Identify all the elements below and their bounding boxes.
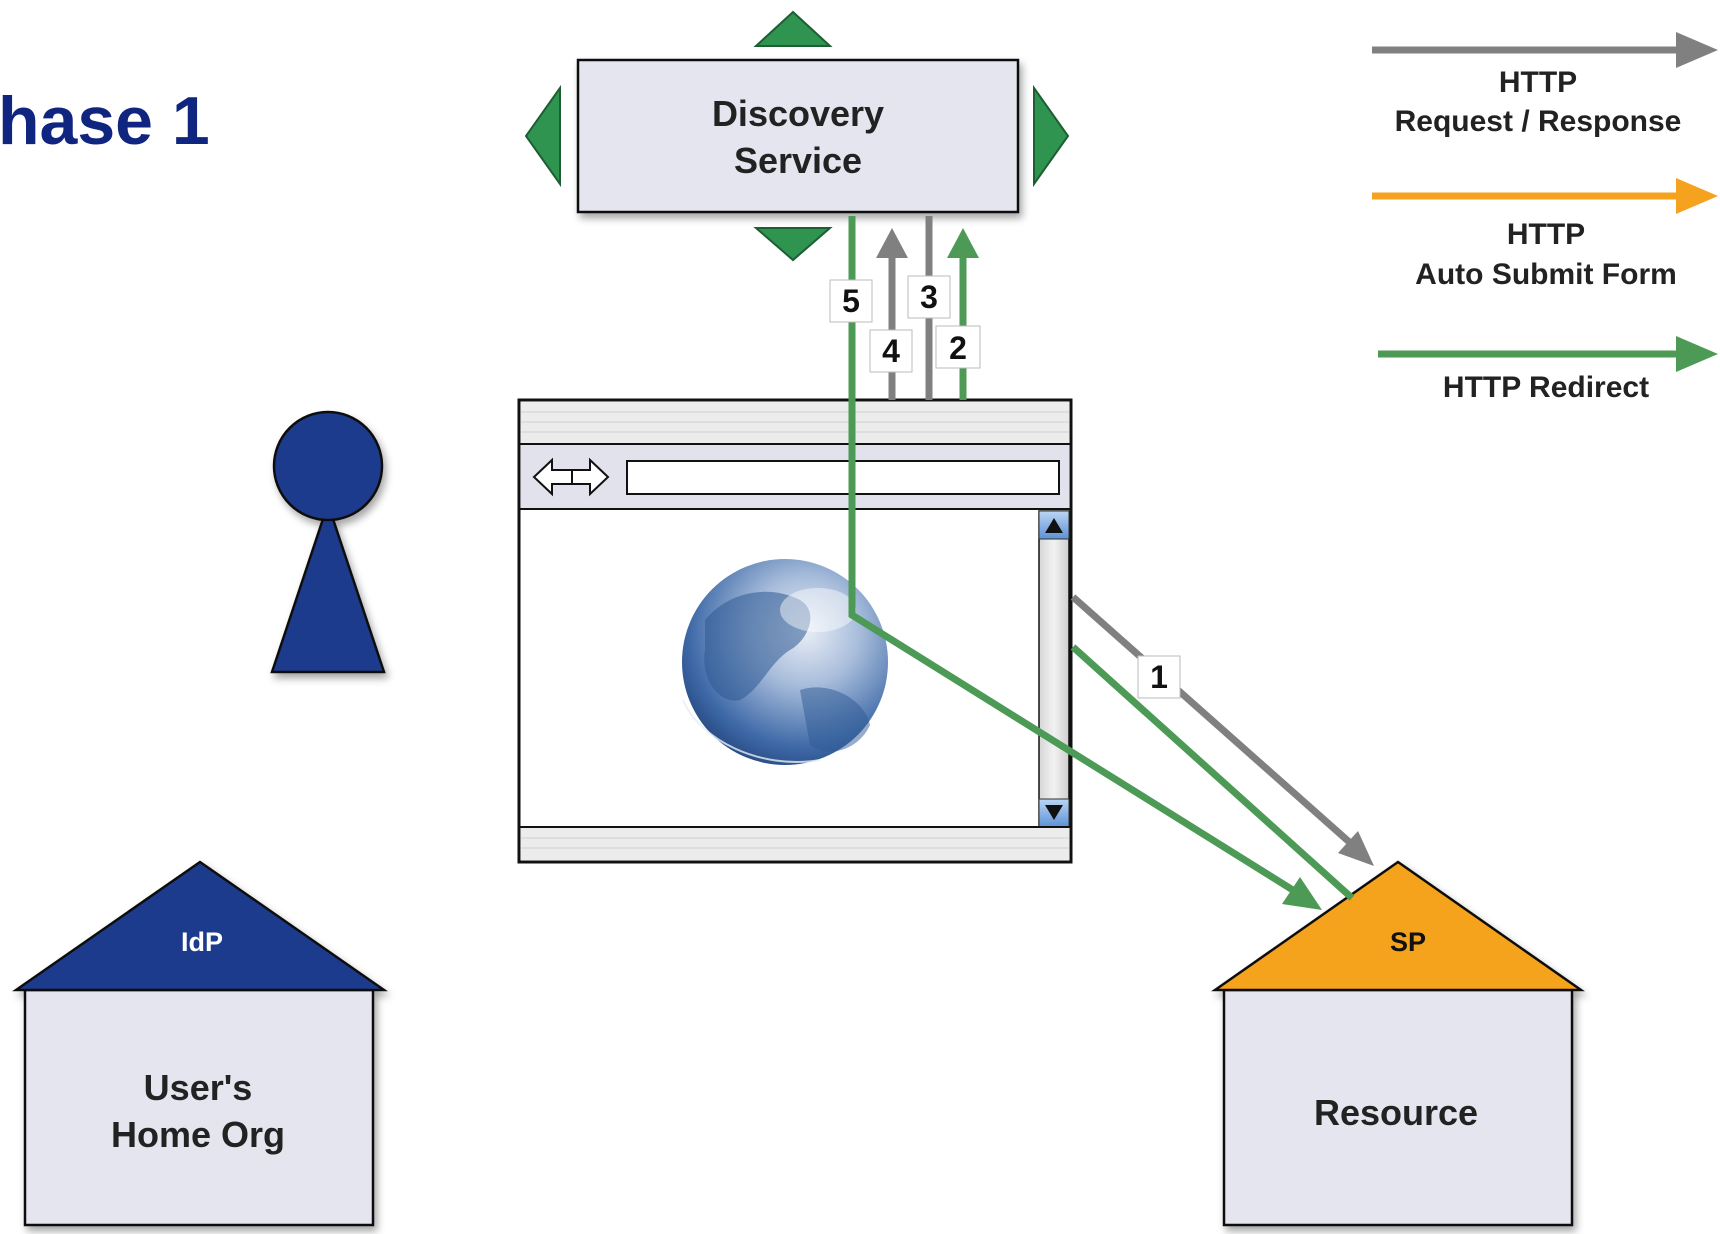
- nav-left-icon: [524, 84, 561, 188]
- legend-redirect-label: HTTP Redirect: [1443, 371, 1649, 404]
- legend-redirect: HTTP Redirect: [1378, 336, 1718, 404]
- browser-scrollbar[interactable]: [1038, 510, 1070, 828]
- step-label-5: 5: [829, 279, 873, 323]
- diagram-title: hase 1: [0, 83, 210, 159]
- legend-autosubmit-line2: Auto Submit Form: [1415, 258, 1677, 291]
- sp-body: [1222, 988, 1574, 1227]
- discovery-service-box: [576, 58, 1020, 214]
- legend: HTTP Request / Response HTTP Auto Submit…: [1372, 32, 1718, 404]
- globe-icon: [682, 559, 888, 765]
- flow-arrow-4: [876, 228, 908, 400]
- discovery-service-label-line2: Service: [734, 140, 862, 181]
- idp-label-line1: User's: [144, 1067, 253, 1108]
- step-number-4: 4: [882, 333, 900, 369]
- person-icon: [270, 410, 386, 674]
- sp-roof: [1211, 860, 1585, 992]
- idp-house: [12, 860, 388, 1227]
- arrow-left-right-icon[interactable]: [532, 457, 610, 497]
- browser-titlebar: [519, 402, 1071, 445]
- flow-arrow-5: [848, 216, 1322, 910]
- idp-roof-label: IdP: [181, 927, 223, 957]
- step-label-4: 4: [869, 329, 913, 373]
- legend-request-line2: Request / Response: [1395, 105, 1682, 138]
- legend-auto-submit: HTTP Auto Submit Form: [1372, 178, 1718, 291]
- flow-arrow-2: [947, 228, 979, 400]
- step-number-2: 2: [949, 330, 967, 366]
- legend-autosubmit-line1: HTTP: [1507, 218, 1585, 251]
- sp-house: [1211, 860, 1585, 1227]
- idp-label-line2: Home Org: [111, 1114, 285, 1155]
- browser-statusbar: [519, 826, 1071, 860]
- idp-body: [23, 988, 375, 1227]
- step-number-5: 5: [842, 283, 860, 319]
- step-label-1: 1: [1137, 655, 1181, 699]
- legend-request-response: HTTP Request / Response: [1372, 32, 1718, 138]
- nav-up-icon: [753, 10, 833, 47]
- discovery-service: Discovery Service: [524, 10, 1070, 262]
- browser-window: [517, 398, 1073, 864]
- step-number-3: 3: [920, 279, 938, 315]
- flow-arrow-1: [1070, 594, 1374, 866]
- sp-roof-label: SP: [1390, 927, 1426, 957]
- idp-roof: [12, 860, 388, 992]
- step-label-2: 2: [935, 325, 981, 369]
- sp-label: Resource: [1314, 1092, 1478, 1133]
- nav-down-icon: [753, 227, 833, 262]
- address-bar[interactable]: [626, 460, 1060, 495]
- step-number-1: 1: [1150, 659, 1168, 695]
- step-label-3: 3: [907, 275, 951, 319]
- discovery-service-label-line1: Discovery: [712, 93, 884, 134]
- flow-arrow-redirect-sp: [1070, 644, 1355, 901]
- legend-request-line1: HTTP: [1499, 66, 1577, 99]
- nav-right-icon: [1033, 84, 1070, 188]
